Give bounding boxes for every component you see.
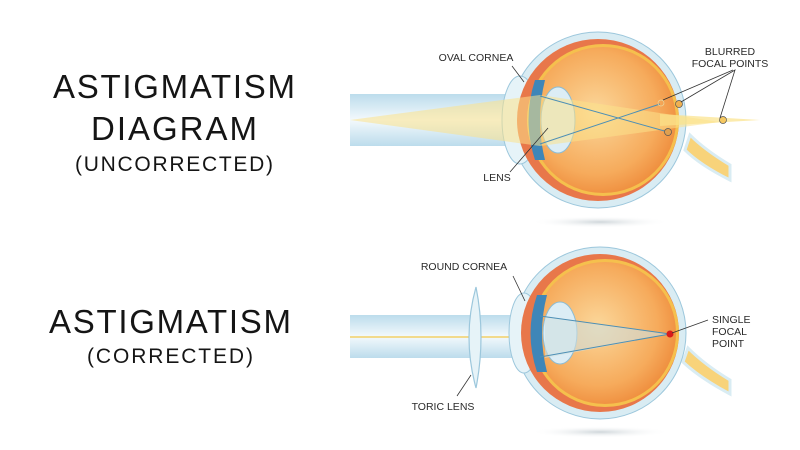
uncorrected-eye xyxy=(350,31,760,228)
single-focal-point xyxy=(666,330,674,338)
bottom-title: ASTIGMATISM xyxy=(49,303,291,340)
label-round-cornea: ROUND CORNEA xyxy=(421,261,507,273)
focal-point xyxy=(664,128,672,136)
bottom-subtitle: (CORRECTED) xyxy=(87,345,253,368)
label-toric-lens: TORIC LENS xyxy=(412,401,475,413)
label-blurred-line1: BLURRED xyxy=(705,46,756,58)
top-subtitle: (UNCORRECTED) xyxy=(75,153,273,176)
top-leader-lines xyxy=(509,65,736,173)
top-title-line2: DIAGRAM xyxy=(91,110,257,147)
focal-point xyxy=(675,100,683,108)
label-lens: LENS xyxy=(483,172,510,184)
bottom-leader-lines xyxy=(456,275,709,397)
top-title-line1: ASTIGMATISM xyxy=(53,68,295,105)
optic-nerve xyxy=(681,345,732,397)
corrected-eye xyxy=(350,246,732,438)
label-oval-cornea: OVAL CORNEA xyxy=(439,52,514,64)
toric-lens xyxy=(468,286,482,389)
label-single-line1: SINGLE xyxy=(712,314,751,326)
iris xyxy=(530,295,547,372)
optic-nerve xyxy=(683,132,732,183)
label-single-line3: POINT xyxy=(712,338,745,350)
label-blurred-line2: FOCAL POINTS xyxy=(692,58,769,70)
label-single-line2: FOCAL xyxy=(712,326,747,338)
focal-point xyxy=(719,116,727,124)
